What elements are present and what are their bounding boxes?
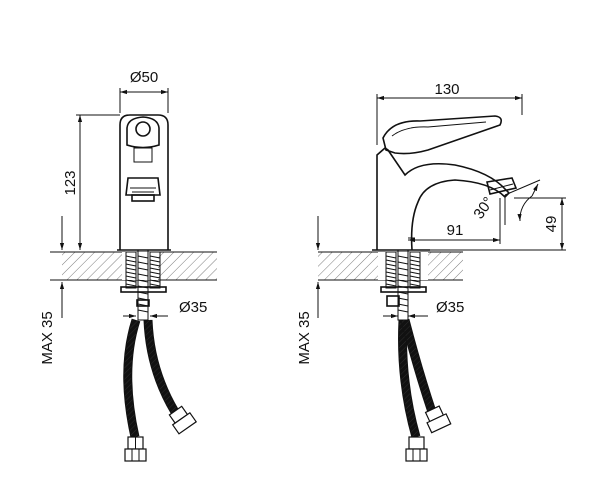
- side-length-label: 130: [434, 81, 459, 98]
- side-dimension-pipe: Ø35: [383, 299, 464, 319]
- side-dimension-reach: 91: [408, 198, 501, 244]
- side-dimension-max-thickness: MAX 35: [296, 216, 321, 365]
- front-dimension-pipe: Ø35: [123, 299, 207, 319]
- side-faucet-body: [372, 115, 518, 251]
- front-dimension-width: Ø50: [119, 69, 169, 113]
- front-dimension-max-thickness: MAX 35: [39, 216, 65, 365]
- front-hoses: [123, 318, 198, 462]
- side-view: 130 91 49 30° MAX 35: [296, 81, 566, 462]
- side-threaded-rods: [380, 249, 427, 321]
- front-max-thickness-label: MAX 35: [39, 311, 56, 364]
- side-reach-label: 91: [447, 222, 464, 239]
- front-view: Ø50 123 MAX 35 Ø35: [39, 69, 217, 462]
- front-faucet-body: [117, 114, 171, 251]
- side-max-thickness-label: MAX 35: [296, 311, 313, 364]
- side-pipe-label: Ø35: [436, 299, 464, 316]
- side-hoses: [398, 318, 452, 462]
- side-spout-height-label: 49: [543, 216, 560, 233]
- side-angle-label: 30°: [470, 194, 497, 222]
- side-dimension-length: 130: [376, 81, 523, 145]
- front-dimension-height: 123: [62, 114, 120, 250]
- front-width-label: Ø50: [130, 69, 158, 86]
- front-pipe-label: Ø35: [179, 299, 207, 316]
- front-threaded-rods: [120, 249, 167, 321]
- front-height-label: 123: [62, 170, 79, 195]
- side-dimension-angle: 30°: [470, 179, 541, 225]
- side-dimension-spout-height: 49: [430, 197, 566, 251]
